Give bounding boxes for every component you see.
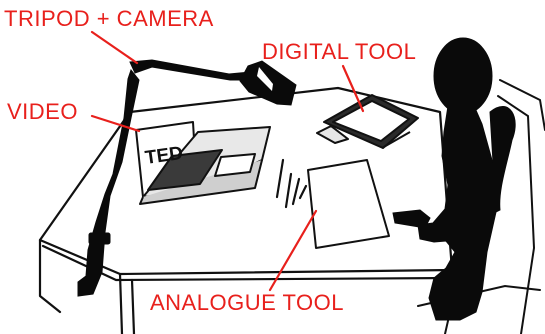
label-digital-tool: DIGITAL TOOL [262, 41, 416, 63]
label-analogue-tool: ANALOGUE TOOL [150, 292, 344, 314]
label-video: VIDEO [7, 101, 78, 123]
label-tripod-camera: TRIPOD + CAMERA [4, 8, 214, 30]
